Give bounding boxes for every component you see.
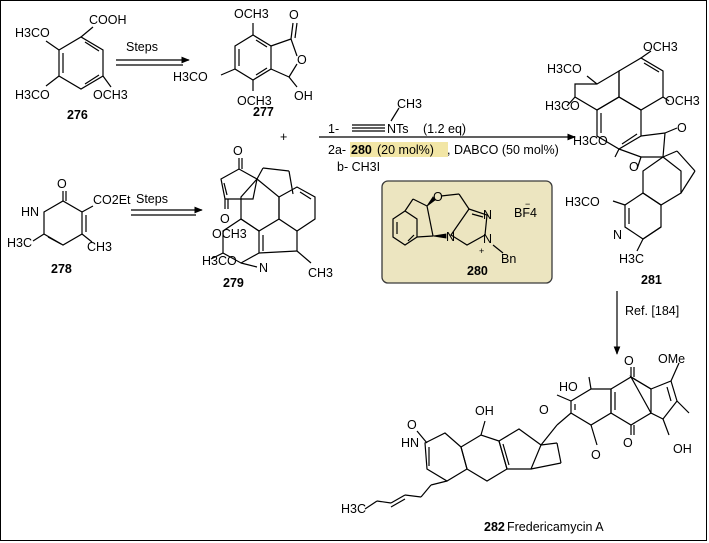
- c277-group-4: OCH3: [237, 94, 272, 108]
- c277-number: 277: [253, 105, 274, 119]
- c279-group-5: CH3: [308, 266, 333, 280]
- compound-279: O O OCH3 H3CO N CH3 279: [202, 144, 333, 290]
- c282-group-3: O: [539, 403, 549, 417]
- c282-group-8: O: [407, 418, 417, 432]
- arrow-ref: Ref. [184]: [613, 291, 679, 355]
- c276-number: 276: [67, 108, 88, 122]
- step2-catalyst: 280: [351, 143, 372, 157]
- c282-group-0: OMe: [658, 352, 685, 366]
- arrow-ref-label: Ref. [184]: [625, 304, 679, 318]
- c279-number: 279: [223, 276, 244, 290]
- c280-group-7: Bn: [501, 252, 516, 266]
- c282-group-6: HN: [401, 436, 419, 450]
- c278-group-4: CH3: [87, 240, 112, 254]
- c278-number: 278: [51, 262, 72, 276]
- c280-group-5: −: [525, 199, 530, 209]
- arrow-main: 1- CH3 NTs (1.2 eq) 2a- 280 (20 mol%) , …: [319, 97, 576, 174]
- c281-group-8: N: [613, 228, 622, 242]
- arrow-steps-2-label: Steps: [136, 192, 168, 206]
- c282-group-7: OH: [475, 404, 494, 418]
- compound-282: OMe O HO O O OH HN OH O O H3C 282 Freder…: [341, 352, 692, 534]
- c277-group-2: O: [297, 53, 307, 67]
- c279-group-0: O: [233, 144, 243, 158]
- arrow-steps-1: Steps: [116, 40, 190, 66]
- c279-group-1: O: [220, 212, 230, 226]
- c277-group-5: OH: [294, 89, 313, 103]
- step2-rest: , DABCO (50 mol%): [447, 143, 559, 157]
- compound-280: O N N N BF4 − + Bn 280: [381, 180, 553, 284]
- ynamide-ch3: CH3: [397, 97, 422, 111]
- c276-group-3: OCH3: [93, 88, 128, 102]
- c280-group-2: N: [483, 208, 492, 222]
- step2-loading: (20 mol%): [377, 143, 434, 157]
- step2b: b- CH3I: [337, 160, 380, 174]
- c280-group-0: O: [433, 190, 443, 204]
- c279-group-3: H3CO: [202, 254, 237, 268]
- c281-group-9: H3C: [619, 252, 644, 266]
- c281-group-2: H3CO: [545, 99, 580, 113]
- c281-group-3: OCH3: [665, 94, 700, 108]
- c278-group-0: O: [57, 177, 67, 191]
- c280-group-1: N: [446, 230, 455, 244]
- compound-281: H3CO OCH3 H3CO OCH3 H3CO O O H3CO N H3C …: [545, 40, 700, 287]
- c280-group-3: N: [483, 232, 492, 246]
- c281-group-7: H3CO: [565, 195, 600, 209]
- c279-group-4: N: [259, 261, 268, 275]
- c281-group-5: O: [677, 121, 687, 135]
- c282-caption: Fredericamycin A: [507, 520, 604, 534]
- catalyst-highlight: [350, 142, 448, 157]
- compound-276: H3CO COOH H3CO OCH3 276: [15, 13, 128, 122]
- c282-number: 282: [484, 520, 505, 534]
- c276-group-0: H3CO: [15, 26, 50, 40]
- c281-group-4: H3CO: [573, 134, 608, 148]
- c276-group-2: H3CO: [15, 88, 50, 102]
- c277-group-3: H3CO: [173, 70, 208, 84]
- arrow-steps-1-label: Steps: [126, 40, 158, 54]
- plus-sign: +: [280, 130, 287, 144]
- c281-group-0: H3CO: [547, 62, 582, 76]
- c282-group-10: H3C: [341, 502, 366, 516]
- c279-group-2: OCH3: [212, 227, 247, 241]
- catalyst-box: [381, 180, 553, 284]
- c282-group-1: O: [624, 354, 634, 368]
- c281-group-6: O: [629, 160, 639, 174]
- c276-group-1: COOH: [89, 13, 127, 27]
- c281-group-1: OCH3: [643, 40, 678, 54]
- c282-group-5: OH: [673, 442, 692, 456]
- c278-group-3: H3C: [7, 236, 32, 250]
- c278-group-1: CO2Et: [93, 193, 131, 207]
- compound-277: OCH3 O O H3CO OCH3 OH 277: [173, 7, 313, 119]
- compound-278: O CO2Et HN H3C CH3 278: [7, 177, 131, 276]
- c278-group-2: HN: [21, 205, 39, 219]
- c277-group-1: O: [289, 8, 299, 22]
- step1-eq: (1.2 eq): [423, 122, 466, 136]
- step1-prefix: 1-: [328, 122, 339, 136]
- c281-number: 281: [641, 273, 662, 287]
- arrow-steps-2: Steps: [131, 192, 203, 216]
- step2-prefix: 2a-: [328, 143, 346, 157]
- c280-group-6: +: [479, 246, 484, 256]
- c280-group-4: BF4: [514, 206, 537, 220]
- c282-group-9: O: [591, 448, 601, 462]
- c282-group-2: HO: [559, 380, 578, 394]
- c282-group-4: O: [623, 436, 633, 450]
- c277-group-0: OCH3: [234, 7, 269, 21]
- c280-number: 280: [467, 264, 488, 278]
- ynamide-nts: NTs: [387, 122, 409, 136]
